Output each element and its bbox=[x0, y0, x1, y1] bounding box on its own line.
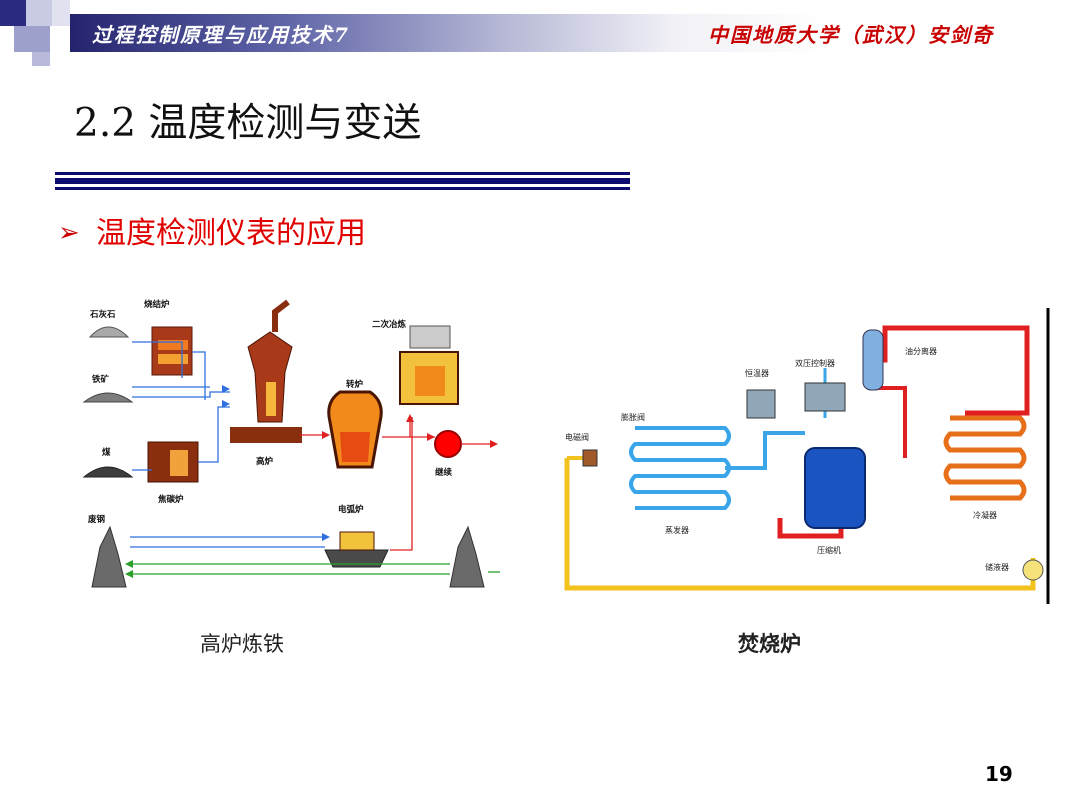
label-coke-oven: 焦碳炉 bbox=[157, 494, 184, 505]
evaporator-coil bbox=[629, 426, 731, 510]
institution-author: 中国地质大学（武汉）安剑奇 bbox=[708, 23, 994, 47]
continuous-caster bbox=[434, 430, 462, 458]
label-compressor: 压缩机 bbox=[817, 545, 841, 555]
label-continuous: 继续 bbox=[435, 467, 453, 478]
course-title: 过程控制原理与应用技术7 bbox=[92, 23, 350, 47]
steelmaking-diagram: 石灰石 烧结炉 铁矿 煤 焦碳炉 废钢 高炉 转炉 二次冶炼 继续 电弧炉 bbox=[82, 299, 500, 588]
receiver-tank bbox=[1022, 559, 1044, 581]
label-scrap: 废钢 bbox=[88, 514, 106, 525]
label-converter: 转炉 bbox=[346, 379, 364, 390]
pipe-suction bbox=[725, 431, 805, 470]
deco-square-1 bbox=[0, 0, 26, 26]
oil-separator bbox=[862, 329, 884, 391]
label-dual-pressure: 双压控制器 bbox=[795, 358, 835, 368]
iron-ore-pile bbox=[82, 392, 134, 403]
label-sinter: 烧结炉 bbox=[144, 299, 170, 310]
label-evaporator: 蒸发器 bbox=[665, 525, 689, 535]
header-bar bbox=[70, 14, 1040, 52]
label-expansion: 膨胀阀 bbox=[621, 412, 645, 422]
label-receiver: 储液器 bbox=[985, 562, 1009, 572]
label-solenoid: 电磁阀 bbox=[565, 432, 589, 442]
scrap-pile-left bbox=[91, 525, 127, 588]
label-iron-ore: 铁矿 bbox=[92, 374, 110, 385]
slide-title: 2.2 温度检测与变送 bbox=[74, 101, 422, 146]
bullet-text: 温度检测仪表的应用 bbox=[96, 216, 366, 251]
title-rule-top bbox=[55, 172, 630, 175]
title-rule-middle bbox=[55, 178, 630, 184]
compressor bbox=[804, 447, 866, 529]
solenoid-valve bbox=[582, 449, 598, 467]
deco-square-4 bbox=[14, 26, 50, 52]
refrigeration-diagram: 电磁阀 膨胀阀 恒温器 双压控制器 油分离器 蒸发器 压缩机 冷凝器 储液器 bbox=[555, 308, 1050, 604]
limestone-pile bbox=[88, 326, 130, 338]
label-coal: 煤 bbox=[102, 447, 111, 458]
scrap-pile-right bbox=[449, 525, 485, 588]
label-blast-furnace: 高炉 bbox=[256, 456, 274, 467]
title-rule-bottom bbox=[55, 187, 630, 190]
label-secondary: 二次冶炼 bbox=[372, 319, 407, 330]
label-arc-furnace: 电弧炉 bbox=[338, 504, 364, 515]
deco-square-2 bbox=[26, 0, 52, 26]
caption-right: 焚烧炉 bbox=[738, 632, 801, 656]
thermostat bbox=[746, 389, 776, 419]
bullet-arrow-icon: ➢ bbox=[58, 218, 80, 248]
coal-pile bbox=[82, 466, 134, 478]
label-limestone: 石灰石 bbox=[89, 309, 116, 320]
label-oil-separator: 油分离器 bbox=[905, 346, 937, 356]
label-condenser: 冷凝器 bbox=[973, 510, 997, 520]
sinter-furnace bbox=[151, 326, 193, 376]
deco-square-3 bbox=[52, 0, 70, 26]
condenser-coil bbox=[943, 415, 1027, 501]
label-thermostat: 恒温器 bbox=[745, 368, 769, 378]
caption-left: 高炉炼铁 bbox=[200, 632, 284, 656]
deco-square-5 bbox=[32, 52, 50, 66]
blast-furnace bbox=[247, 331, 293, 423]
dual-pressure-controller bbox=[804, 382, 846, 412]
page-number: 19 bbox=[985, 762, 1013, 786]
